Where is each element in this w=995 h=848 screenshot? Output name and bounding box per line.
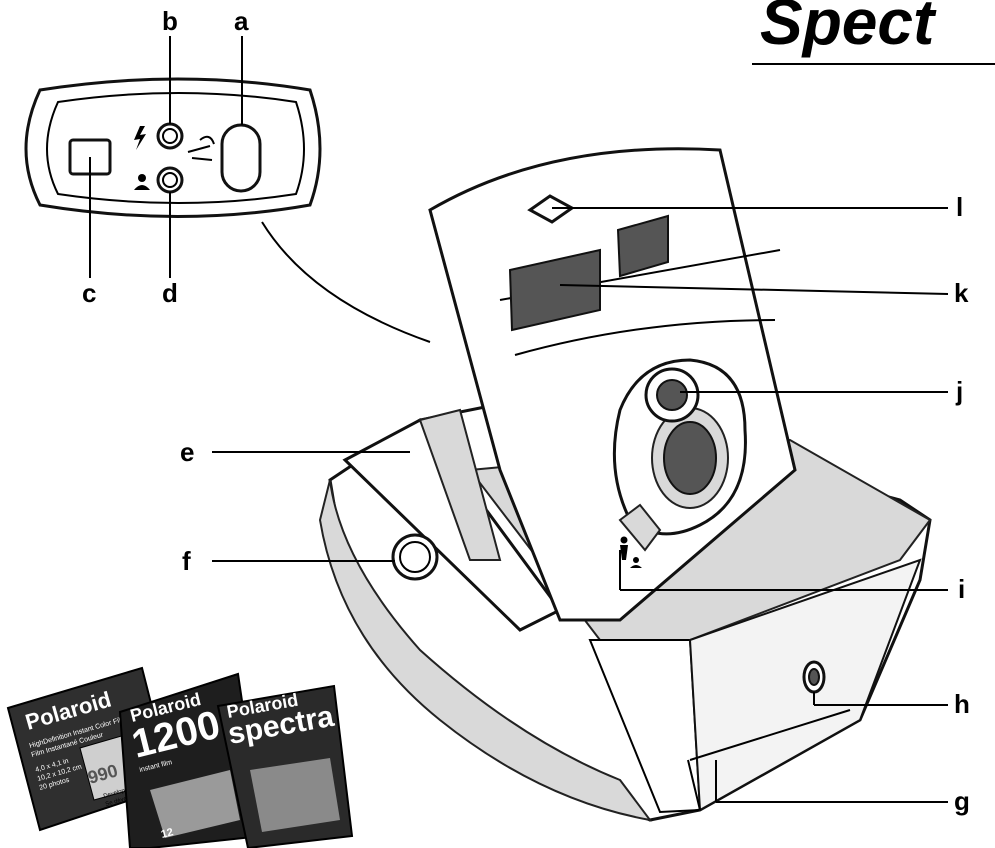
callout-f: f <box>182 546 191 576</box>
callout-h: h <box>954 689 970 719</box>
leader-lines <box>89 36 949 803</box>
callout-labels: b a c d e f l k j i h g <box>82 6 970 816</box>
film-pack-polaroid-spectra: Polaroid spectra <box>216 684 354 848</box>
pack2-count: 12 <box>160 826 175 841</box>
callout-j: j <box>955 376 963 406</box>
film-packs: Polaroid HighDefinition Instant Color Fi… <box>6 666 354 848</box>
callout-c: c <box>82 278 96 308</box>
camera-body <box>318 147 932 822</box>
flash-button <box>156 122 184 150</box>
shutter-icon <box>187 135 215 161</box>
callout-d: d <box>162 278 178 308</box>
callout-a: a <box>234 6 249 36</box>
control-panel-inset <box>24 77 431 343</box>
shutter-button <box>220 123 262 193</box>
flash-icon <box>134 126 146 150</box>
callout-l: l <box>956 192 963 222</box>
callout-i: i <box>958 574 965 604</box>
viewfinder <box>508 248 601 332</box>
callout-b: b <box>162 6 178 36</box>
person-icon <box>134 174 150 190</box>
sensor-window <box>616 214 669 278</box>
callout-g: g <box>954 786 970 816</box>
portrait-button <box>156 166 184 194</box>
distance-icons <box>620 536 642 568</box>
lens-assembly <box>612 358 747 552</box>
callout-k: k <box>954 278 969 308</box>
title: Spect <box>760 0 937 58</box>
callout-e: e <box>180 437 194 467</box>
